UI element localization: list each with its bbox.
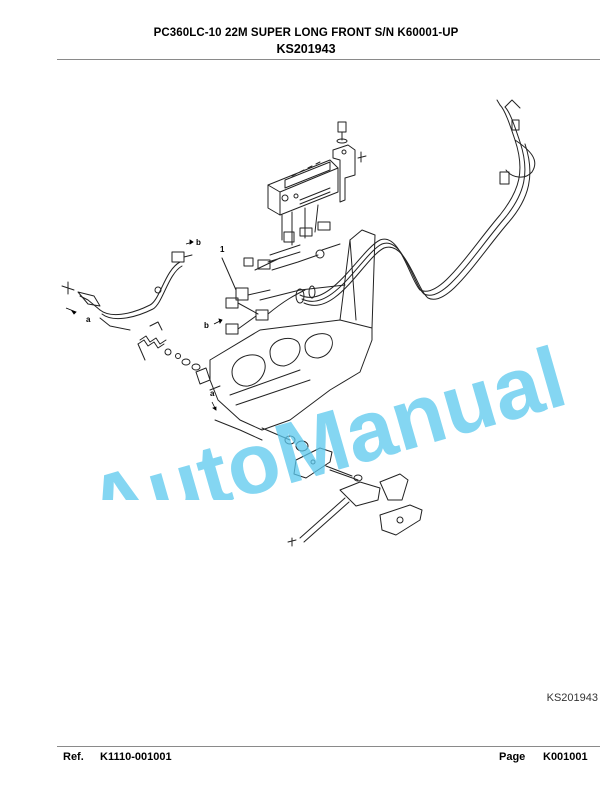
callout-item-1: 1: [220, 245, 225, 254]
document-title: PC360LC-10 22M SUPER LONG FRONT S/N K600…: [153, 27, 459, 39]
figure-code: KS201943: [546, 692, 598, 704]
callout-b-left: b: [204, 321, 209, 330]
page-value: K001001: [543, 751, 588, 763]
left-harness: [61, 251, 193, 331]
footer-divider: [57, 746, 600, 747]
console-frame: [209, 229, 376, 441]
main-harness: [299, 99, 536, 306]
relay-connectors: [221, 257, 316, 335]
callout-a-left: a: [86, 315, 91, 324]
controller-box: [267, 159, 339, 216]
header-divider: [57, 59, 600, 60]
callout-b-top: b: [196, 238, 201, 247]
ref-label: Ref.: [63, 751, 84, 763]
lever-assembly: [261, 427, 423, 547]
spring-assembly: [137, 321, 211, 385]
mounting-bracket: [332, 121, 367, 203]
ref-value: K1110-001001: [100, 751, 172, 763]
connector-cluster: [243, 204, 341, 271]
page-label: Page: [499, 751, 526, 763]
illustration-code-title: KS201943: [276, 42, 336, 56]
callout-a-center: a: [210, 389, 215, 398]
